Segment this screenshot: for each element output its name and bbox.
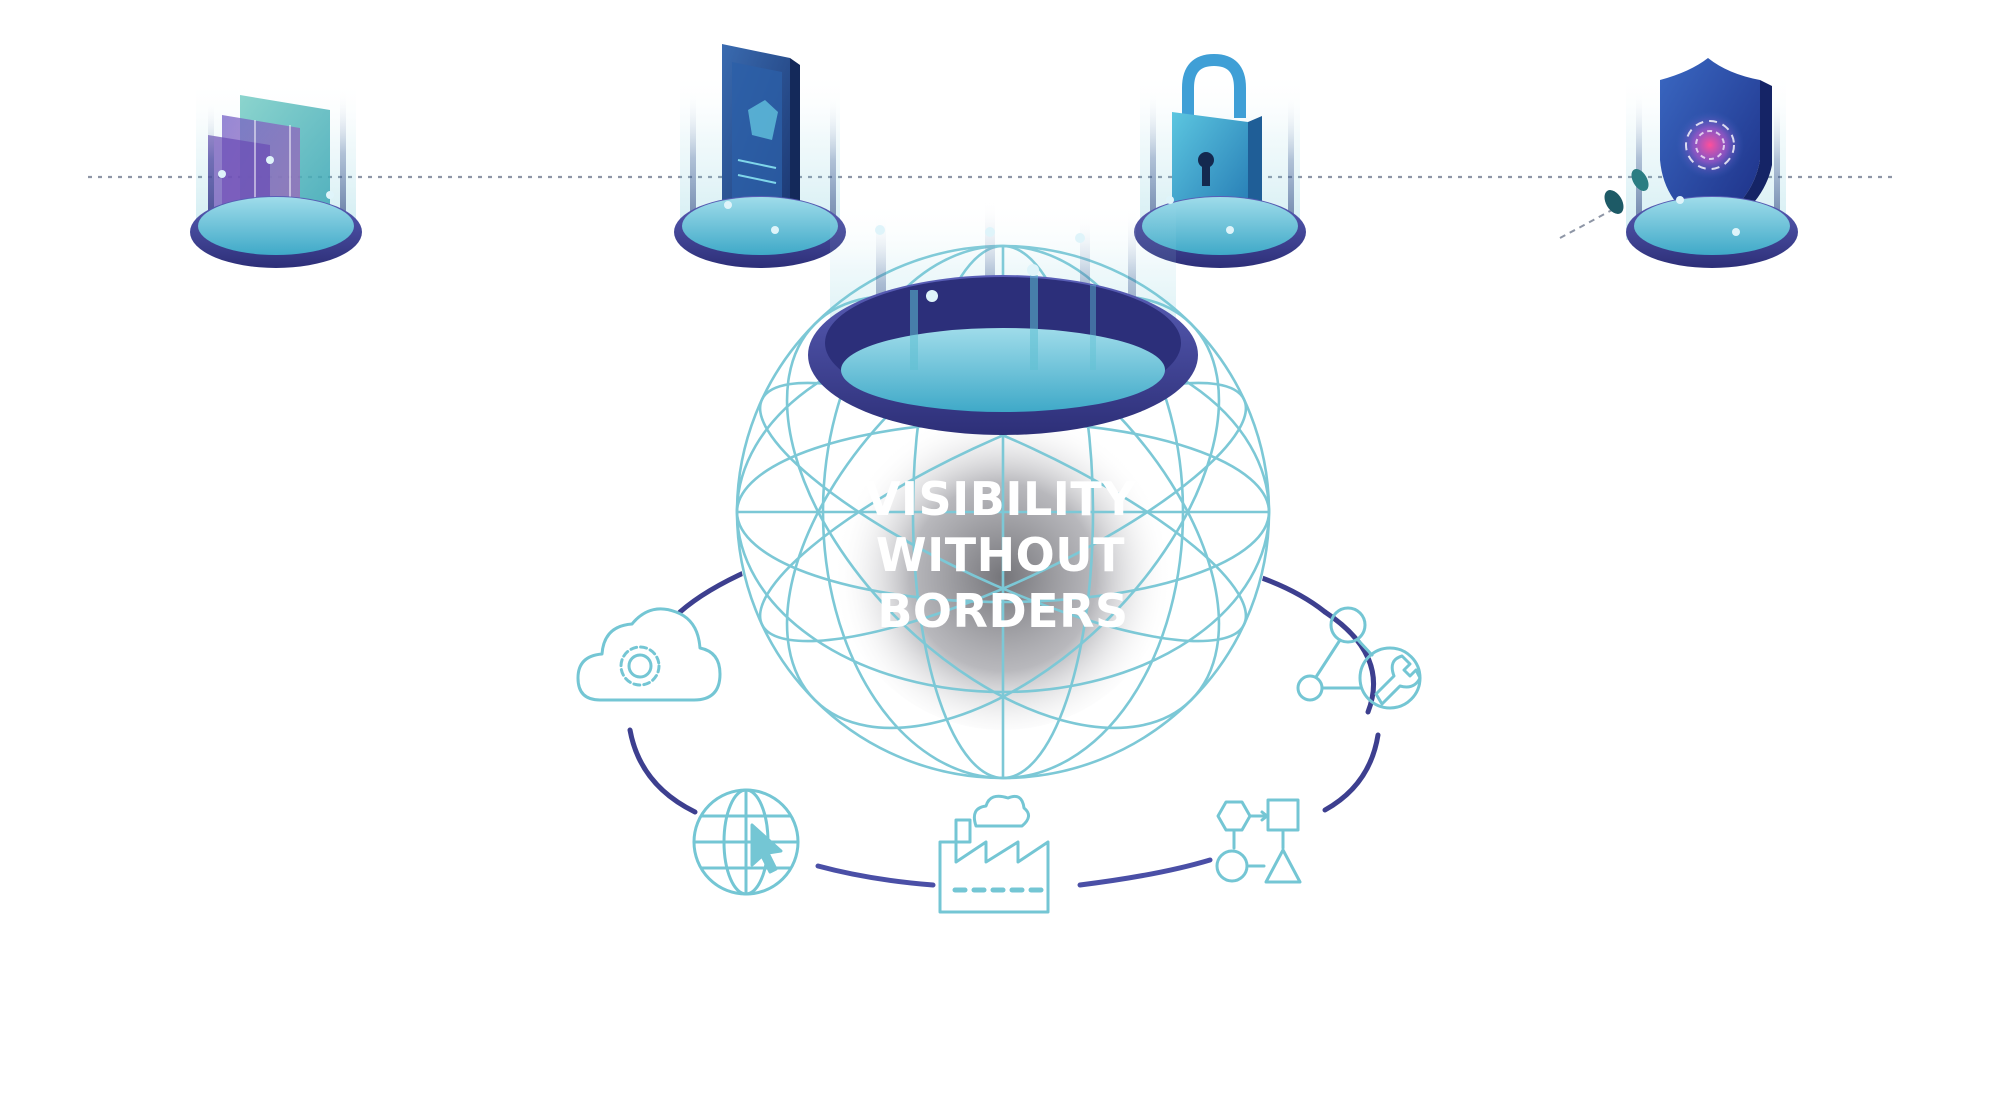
padlock-icon bbox=[1172, 53, 1262, 222]
cloud-gear-icon bbox=[576, 607, 722, 702]
shield-icon bbox=[1660, 58, 1772, 232]
pedestal-smartphone bbox=[674, 44, 846, 268]
pedestal-chart bbox=[190, 80, 362, 268]
process-flow-icon bbox=[1215, 798, 1302, 884]
central-globe: VISIBILITY WITHOUT BORDERS bbox=[735, 200, 1271, 780]
pedestal-padlock bbox=[1134, 53, 1306, 268]
factory-icon bbox=[938, 794, 1050, 914]
headline: VISIBILITY WITHOUT BORDERS bbox=[865, 472, 1141, 638]
headline-line-3: BORDERS bbox=[877, 584, 1128, 638]
network-wrench-icon bbox=[1296, 606, 1422, 710]
smartphone-icon bbox=[722, 44, 800, 232]
pedestal-shield bbox=[1559, 58, 1798, 268]
headline-line-1: VISIBILITY bbox=[865, 472, 1136, 526]
headline-line-2: WITHOUT bbox=[876, 528, 1125, 582]
globe-cursor-icon bbox=[692, 788, 800, 896]
